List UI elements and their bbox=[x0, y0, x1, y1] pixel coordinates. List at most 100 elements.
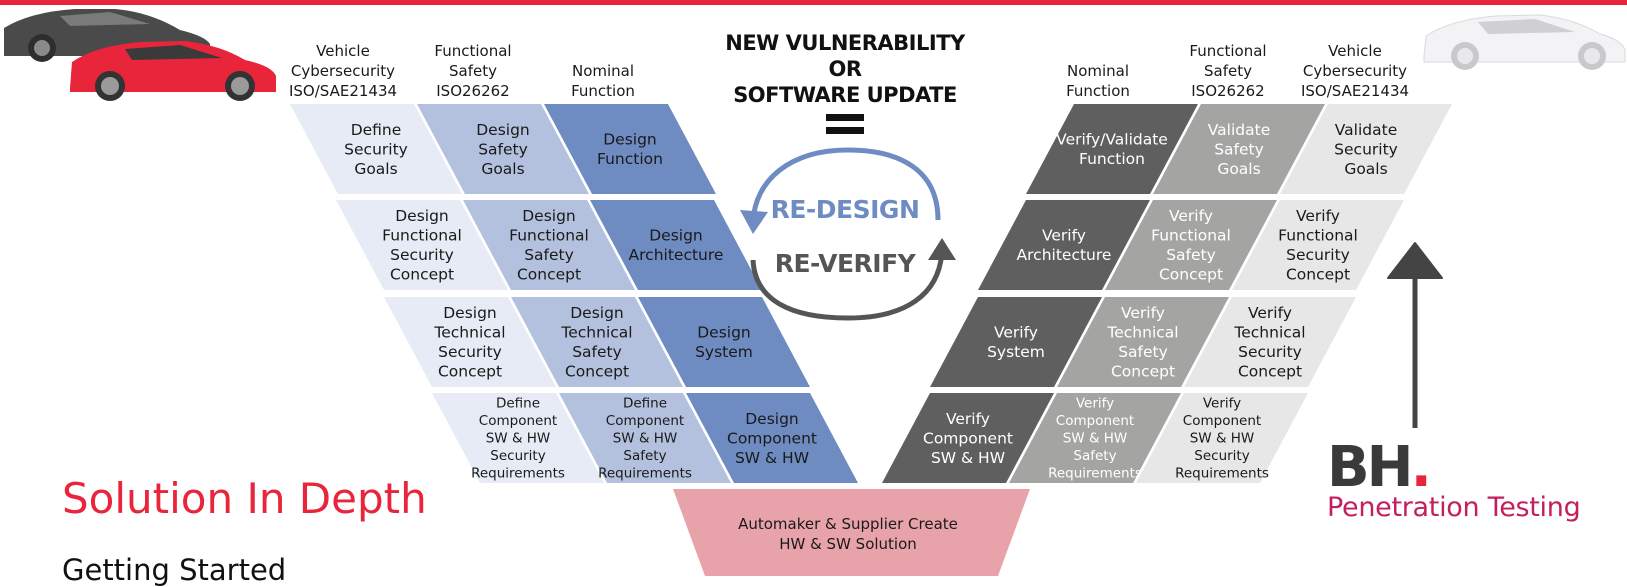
right-cell-r3-c3-text: Security bbox=[1238, 343, 1302, 361]
reverify-arc-arrow bbox=[750, 249, 945, 321]
left-cell-r3-c1-text: Security bbox=[438, 343, 502, 361]
left-cell-r2-c1-text: Functional bbox=[382, 227, 462, 245]
left-cell-r3-c1-text: Concept bbox=[438, 363, 502, 381]
section-subtitle: Getting Started bbox=[62, 553, 287, 587]
left-cell-r4-c1-text: SW & HW bbox=[486, 431, 551, 447]
brand-mark: BH. bbox=[1327, 440, 1597, 496]
right-cell-r4-c1-text: Verify bbox=[946, 410, 990, 428]
left-cell-r3-c3 bbox=[638, 297, 810, 387]
left-cell-r2-c2-text: Safety bbox=[524, 246, 574, 264]
right-cell-r3-c2-text: Safety bbox=[1118, 343, 1168, 361]
red-car-image bbox=[70, 41, 276, 101]
right-cell-r2-c2-text: Safety bbox=[1166, 246, 1216, 264]
center-title-line-2: OR bbox=[828, 57, 861, 81]
left-header-2-line-2: Safety bbox=[449, 62, 497, 80]
right-cell-r1-c2-text: Validate bbox=[1208, 121, 1270, 139]
right-cell-r1-c1-text: Verify/Validate bbox=[1056, 131, 1168, 149]
left-cell-r1-c3-text: Design bbox=[603, 131, 657, 149]
right-cell-r1-c3 bbox=[1280, 104, 1452, 194]
section-title: Solution In Depth bbox=[62, 474, 427, 523]
left-cell-r4-c3-text: Design bbox=[745, 410, 799, 428]
right-cell-r4-c3-text: Component bbox=[1183, 413, 1261, 429]
left-header-3-line-1: Nominal bbox=[572, 62, 634, 80]
left-cell-r1-c2-text: Design bbox=[476, 121, 530, 139]
right-cell-r4-c3-text: Security bbox=[1194, 448, 1249, 464]
left-cell-r1-c1-text: Define bbox=[351, 121, 402, 139]
right-header-2-line-1: Functional bbox=[1189, 42, 1266, 60]
left-header-1-line-1: Vehicle bbox=[316, 42, 370, 60]
left-cell-r3-c2 bbox=[511, 297, 683, 387]
reverify-arrowhead-icon bbox=[928, 238, 956, 260]
left-cell-r3-c2-text: Design bbox=[570, 304, 624, 322]
left-cell-r1-c1 bbox=[290, 104, 462, 194]
left-cell-r4-c2-text: Safety bbox=[623, 448, 666, 464]
right-cell-r2-c3-text: Security bbox=[1286, 246, 1350, 264]
right-cell-r1-c2-text: Goals bbox=[1217, 160, 1260, 178]
right-header-3-line-2: Cybersecurity bbox=[1303, 62, 1407, 80]
right-cell-r3-c1-text: System bbox=[987, 343, 1045, 361]
right-header-1-line-1: Nominal bbox=[1067, 62, 1129, 80]
left-header-1-line-3: ISO/SAE21434 bbox=[289, 82, 397, 100]
right-cell-r4-c1 bbox=[882, 393, 1054, 483]
right-cell-r4-c3 bbox=[1136, 393, 1308, 483]
left-cell-r3-c3-text: System bbox=[695, 343, 753, 361]
right-cell-r1-c1-text: Function bbox=[1079, 150, 1145, 168]
right-cell-r3-c2-text: Concept bbox=[1111, 363, 1175, 381]
solution-box-line-2: HW & SW Solution bbox=[779, 535, 917, 553]
right-cell-r1-c2 bbox=[1153, 104, 1325, 194]
right-cell-r4-c2-text: Verify bbox=[1076, 396, 1114, 412]
left-cell-r4-c3 bbox=[686, 393, 858, 483]
left-cell-r3-c1-text: Design bbox=[443, 304, 497, 322]
right-cell-r3-c3-text: Concept bbox=[1238, 363, 1302, 381]
left-cell-r1-c1-text: Goals bbox=[354, 160, 397, 178]
left-cell-r2-c1 bbox=[336, 200, 508, 290]
right-cell-r1-c3-text: Security bbox=[1334, 140, 1398, 158]
right-cell-r1-c3-text: Goals bbox=[1344, 160, 1387, 178]
equals-sign-top-bar bbox=[826, 114, 864, 121]
right-cell-r3-c1-text: Verify bbox=[994, 324, 1038, 342]
right-cell-r4-c1-text: SW & HW bbox=[931, 449, 1005, 467]
right-cell-r2-c1-text: Architecture bbox=[1017, 246, 1112, 264]
center-title-line-1: NEW VULNERABILITY bbox=[725, 31, 966, 55]
left-cell-r3-c1 bbox=[384, 297, 556, 387]
left-header-2-line-3: ISO26262 bbox=[436, 82, 509, 100]
right-cell-r3-c2-text: Verify bbox=[1121, 304, 1165, 322]
up-arrowhead-icon bbox=[1387, 242, 1443, 279]
right-cell-r2-c2-text: Verify bbox=[1169, 207, 1213, 225]
left-cell-r1-c2-text: Goals bbox=[481, 160, 524, 178]
right-cell-r4-c2-text: Component bbox=[1056, 413, 1134, 429]
right-cell-r2-c3-text: Functional bbox=[1278, 227, 1358, 245]
right-cell-r2-c3-text: Concept bbox=[1286, 266, 1350, 284]
left-cell-r3-c2-text: Technical bbox=[560, 324, 632, 342]
redesign-label: RE-DESIGN bbox=[771, 195, 920, 224]
right-cell-r4-c3-text: Requirements bbox=[1175, 466, 1269, 482]
right-cell-r4-c3-text: SW & HW bbox=[1190, 431, 1255, 447]
left-cell-r2-c2 bbox=[463, 200, 635, 290]
right-cell-r3-c1 bbox=[930, 297, 1102, 387]
right-cell-r2-c2 bbox=[1105, 200, 1277, 290]
left-cell-r2-c1-text: Concept bbox=[390, 266, 454, 284]
left-header-3-line-2: Function bbox=[571, 82, 635, 100]
right-cell-r3-c2-text: Technical bbox=[1106, 324, 1178, 342]
right-cell-r4-c1-text: Component bbox=[923, 429, 1013, 447]
right-cell-r4-c3-text: Verify bbox=[1203, 396, 1241, 412]
right-cell-r1-c3-text: Validate bbox=[1335, 121, 1397, 139]
brand-dot: . bbox=[1410, 435, 1432, 500]
left-cell-r4-c2 bbox=[559, 393, 731, 483]
right-cell-r3-c3-text: Technical bbox=[1233, 324, 1305, 342]
redesign-arc-arrow bbox=[750, 147, 941, 223]
left-cell-r2-c1-text: Design bbox=[395, 207, 449, 225]
left-cell-r3-c3-text: Design bbox=[697, 324, 751, 342]
left-header-1-line-2: Cybersecurity bbox=[291, 62, 395, 80]
left-cell-r2-c2-text: Design bbox=[522, 207, 576, 225]
right-header-3-line-3: ISO/SAE21434 bbox=[1301, 82, 1409, 100]
left-cell-r2-c3 bbox=[590, 200, 762, 290]
right-cell-r2-c1 bbox=[978, 200, 1150, 290]
right-header-2-line-2: Safety bbox=[1204, 62, 1252, 80]
right-cell-r4-c2 bbox=[1009, 393, 1181, 483]
left-cell-r1-c3 bbox=[544, 104, 716, 194]
right-cell-r3-c3 bbox=[1184, 297, 1356, 387]
left-cell-r2-c3-text: Architecture bbox=[629, 246, 724, 264]
right-cell-r3-c2 bbox=[1057, 297, 1229, 387]
left-cell-r1-c3-text: Function bbox=[597, 150, 663, 168]
